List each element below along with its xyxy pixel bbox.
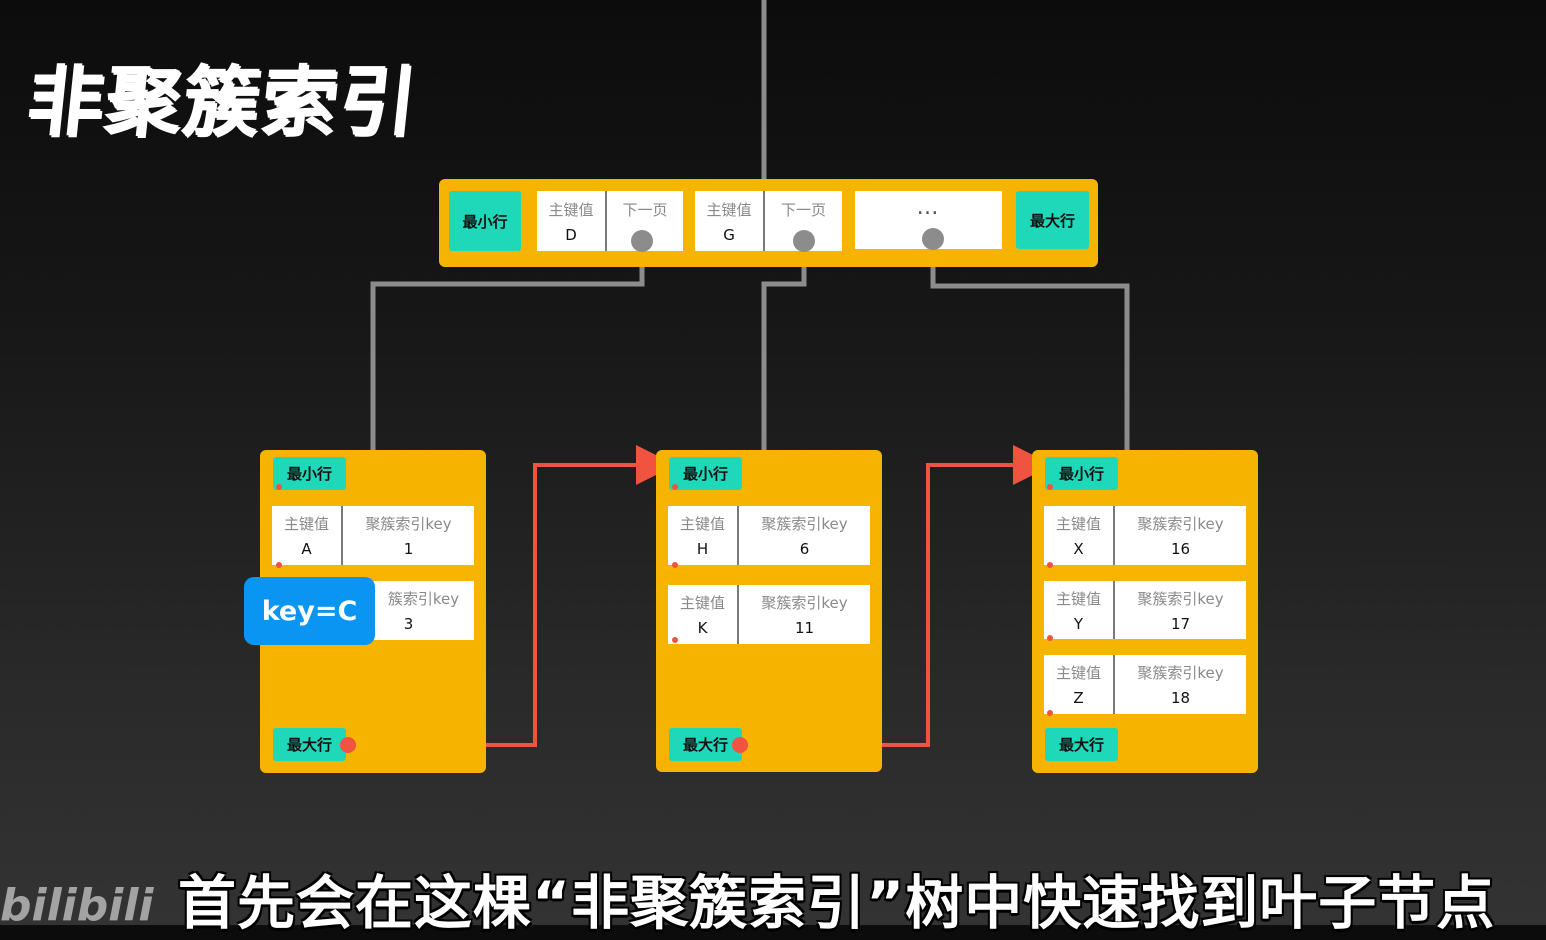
- leaf3-max-row: 最大行: [1045, 728, 1118, 761]
- key-label: 簇索引key: [387, 590, 460, 608]
- key-label: 聚簇索引key: [761, 515, 848, 533]
- pk-label: 主键值: [706, 200, 752, 219]
- key-value: 11: [794, 619, 815, 637]
- watermark: bilibili: [0, 880, 154, 931]
- subtitle-caption: 首先会在这棵“非聚簇索引”树中快速找到叶子节点: [178, 869, 1496, 937]
- connector-to-leaf-2: [761, 245, 807, 450]
- connector-to-leaf-1: [370, 245, 645, 450]
- key-label: 聚簇索引key: [365, 515, 452, 533]
- key-value: 18: [1170, 689, 1191, 707]
- leaf1-max-row: 最大行: [273, 728, 346, 761]
- leaf2-min-row: 最小行: [669, 457, 742, 490]
- pk-label: 主键值: [1055, 589, 1101, 608]
- leaf1-row1-key: 聚簇索引key 1: [343, 506, 474, 565]
- pk-label: 主键值: [1055, 664, 1101, 682]
- leaf3-min-row: 最小行: [1045, 457, 1118, 490]
- leaf2-row1-key: 聚簇索引key 6: [739, 506, 870, 565]
- leaf3-row1-key: 聚簇索引key 16: [1115, 506, 1246, 565]
- key-label: 聚簇索引key: [1137, 589, 1224, 608]
- pk-label: 主键值: [679, 515, 725, 533]
- key-label: 聚簇索引key: [1137, 515, 1224, 533]
- pk-value: H: [696, 540, 709, 558]
- leaf3-row3-pk: 主键值 Z: [1044, 655, 1113, 714]
- root-ellipsis-cell: …: [855, 191, 1002, 249]
- key-value: 17: [1170, 614, 1191, 633]
- leaf3-row2-pk: 主键值 Y: [1044, 581, 1113, 639]
- pk-label: 主键值: [283, 515, 329, 533]
- root-max-row: 最大行: [1016, 191, 1089, 249]
- next-page-label: 下一页: [622, 201, 668, 219]
- pk-label: 主键值: [679, 594, 725, 612]
- root-entry-1-pk: 主键值 D: [537, 191, 605, 251]
- next-page-label: 下一页: [780, 201, 826, 219]
- pk-label: 主键值: [548, 200, 594, 219]
- pk-value: A: [301, 540, 312, 558]
- pk-value: Y: [1073, 614, 1084, 633]
- root-entry-1-next: 下一页: [607, 191, 683, 251]
- leaf3-row3-key: 聚簇索引key 18: [1115, 655, 1246, 714]
- pk-value: D: [565, 225, 577, 244]
- leaf2-row2-pk: 主键值 K: [668, 585, 737, 644]
- key-label: 聚簇索引key: [761, 594, 848, 612]
- pk-value: X: [1073, 540, 1084, 558]
- ellipsis: …: [916, 195, 941, 220]
- pk-value: G: [723, 225, 735, 244]
- leaf2-row2-key: 聚簇索引key 11: [739, 585, 870, 644]
- leaf3-row2-key: 聚簇索引key 17: [1115, 581, 1246, 639]
- key-value: 6: [799, 540, 810, 558]
- leaf2-max-row: 最大行: [669, 728, 742, 761]
- root-entry-2-next: 下一页: [765, 191, 842, 251]
- leaf2-row1-pk: 主键值 H: [668, 506, 737, 565]
- leaf3-row1-pk: 主键值 X: [1044, 506, 1113, 565]
- key-value: 1: [403, 540, 414, 558]
- key-label: 聚簇索引key: [1137, 664, 1224, 682]
- leaf1-min-row: 最小行: [273, 457, 346, 490]
- pk-value: K: [697, 619, 708, 637]
- pk-value: Z: [1073, 689, 1084, 707]
- root-entry-2-pk: 主键值 G: [695, 191, 763, 251]
- root-min-row: 最小行: [449, 191, 521, 251]
- page-title: 非聚簇索引: [22, 57, 422, 146]
- leaf1-row1-pk: 主键值 A: [272, 506, 341, 565]
- connector-to-leaf-3: [930, 245, 1130, 450]
- key-value: 3: [403, 615, 414, 633]
- pk-label: 主键值: [1055, 515, 1101, 533]
- search-key-badge: key=C: [244, 577, 375, 645]
- key-value: 16: [1170, 540, 1191, 558]
